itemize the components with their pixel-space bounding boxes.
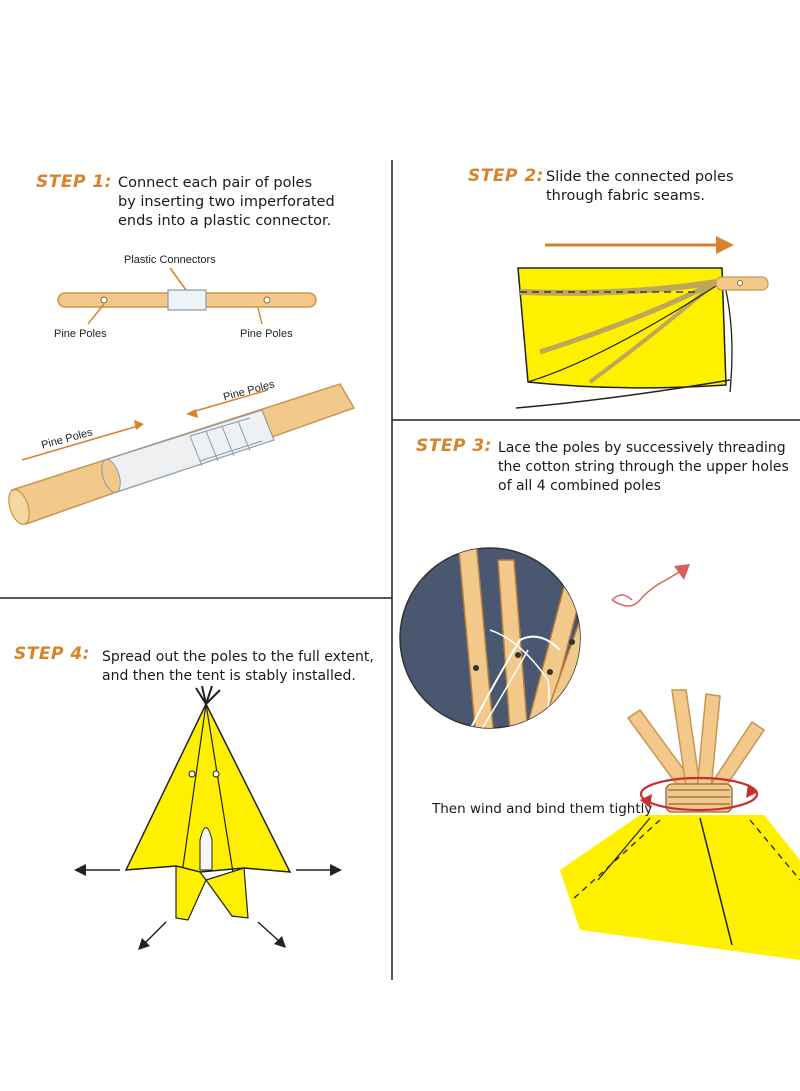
pole-hole-left (100, 296, 108, 304)
step-1-text: Connect each pair of poles by inserting … (118, 174, 335, 231)
step-3-line: the cotton string through the upper hole… (498, 459, 789, 475)
fabric-seam-diagram (515, 236, 769, 409)
bound-tent-top (560, 689, 800, 960)
step-4-label: STEP 4: (14, 644, 90, 664)
step-3-line: Lace the poles by successively threading (498, 440, 786, 456)
step-2-line: Slide the connected poles (546, 169, 734, 185)
step-4-text: Spread out the poles to the full extent,… (102, 648, 374, 686)
step-2-label: STEP 2: (468, 166, 544, 186)
step-4-line: and then the tent is stably installed. (102, 668, 356, 684)
step-1-line: ends into a plastic connector. (118, 213, 332, 229)
step-1-label: STEP 1: (36, 172, 112, 192)
connected-pole-diagram (57, 267, 317, 325)
step-1-line: by inserting two imperforated (118, 194, 335, 210)
plastic-connector (167, 289, 207, 311)
step-2-text: Slide the connected poles through fabric… (546, 168, 734, 206)
pine-poles-label-right: Pine Poles (240, 328, 293, 340)
step-3-text: Lace the poles by successively threading… (498, 439, 789, 496)
pole-connector-closeup (8, 383, 356, 525)
pole-hole-right (263, 296, 271, 304)
plastic-connectors-label: Plastic Connectors (124, 254, 216, 266)
teepee-diagram (74, 685, 342, 950)
wind-bind-label: Then wind and bind them tightly (432, 801, 653, 817)
step-2-line: through fabric seams. (546, 188, 705, 204)
step-4-line: Spread out the poles to the full extent, (102, 649, 374, 665)
step-3-line: of all 4 combined poles (498, 478, 661, 494)
step-3-label: STEP 3: (416, 436, 492, 456)
step-1-line: Connect each pair of poles (118, 175, 312, 191)
pine-poles-label-left: Pine Poles (54, 328, 107, 340)
